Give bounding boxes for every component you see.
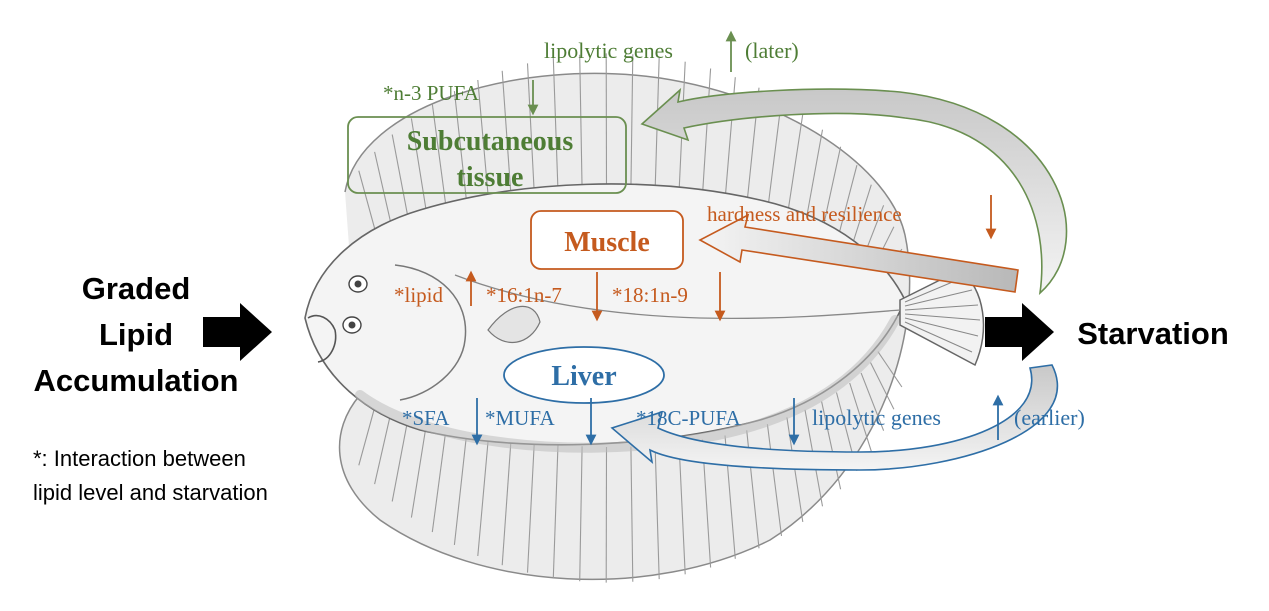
fin-ray (552, 58, 559, 192)
subcutaneous-genes-label: lipolytic genes (544, 38, 673, 63)
hardness-label: hardness and resilience (707, 202, 902, 226)
fin-ray (835, 165, 858, 244)
accumulation-label: Accumulation (34, 363, 239, 398)
footnote-line1: *: Interaction between (33, 446, 246, 471)
fin-ray (821, 146, 842, 235)
footnote-line2: lipid level and starvation (33, 480, 268, 505)
subcutaneous-genes-note: (later) (745, 38, 799, 63)
fin-ray (526, 63, 535, 194)
fin-ray (431, 422, 448, 533)
lipid-label: Lipid (99, 317, 173, 352)
accumulation-arrow (203, 303, 272, 361)
muscle-box (530, 210, 684, 270)
liver-ellipse (503, 346, 665, 404)
fin-ray (849, 382, 872, 452)
tail-rays (904, 277, 981, 353)
fin-ray (431, 103, 448, 214)
fa-18-label: *18:1n-9 (612, 283, 688, 307)
n3-pufa-label: *n-3 PUFA (383, 81, 480, 105)
fin-ray (410, 415, 429, 518)
pectoral-fin (487, 305, 541, 344)
fin-ray (579, 54, 583, 190)
starvation-to-muscle-arrow (698, 213, 1019, 293)
fin-ray (766, 424, 783, 536)
starvation-to-liver-arrow (610, 364, 1059, 471)
starvation-to-subcutaneous-arrow (640, 87, 1068, 296)
liver-genes-note: (earlier) (1014, 405, 1085, 430)
pufa18-label: *18C-PUFA (636, 406, 741, 430)
liver-title: Liver (551, 361, 616, 392)
fin-ray (860, 372, 885, 431)
graded-label: Graded (82, 271, 191, 306)
fin-ray (410, 118, 429, 221)
fin-ray (391, 134, 411, 229)
fin-ray (766, 100, 783, 212)
starvation-arrow (985, 303, 1054, 361)
operculum (394, 264, 467, 401)
fin-ray (804, 129, 824, 227)
fin-ray (870, 362, 895, 410)
mouth (307, 314, 337, 363)
fin-ray (786, 114, 804, 219)
fin-ray (477, 79, 490, 203)
fin-ray (630, 446, 634, 582)
fa-16-label: *16:1n-7 (486, 283, 562, 307)
fin-ray (678, 442, 686, 575)
starvation-label: Starvation (1077, 316, 1229, 351)
sfa-label: *SFA (402, 406, 450, 430)
mufa-label: *MUFA (485, 406, 555, 430)
fin-ray (630, 54, 634, 190)
subcutaneous-title-line2: tissue (457, 162, 524, 193)
fin-ray (877, 351, 903, 388)
liver-genes-label: lipolytic genes (812, 405, 941, 430)
fin-ray (453, 428, 468, 545)
muscle-title: Muscle (564, 227, 650, 258)
fin-ray (701, 68, 712, 197)
fin-ray (552, 444, 559, 578)
subcutaneous-title-line1: Subcutaneous (407, 126, 574, 157)
fin-ray (477, 433, 490, 557)
fin-ray (501, 438, 512, 566)
subcutaneous-box (347, 116, 627, 194)
fin-ray (821, 401, 842, 490)
muscle-lipid-label: *lipid (394, 283, 444, 307)
lateral-line (454, 274, 901, 320)
fin-ray (579, 446, 583, 582)
fin-ray (501, 70, 512, 198)
fin-ray (654, 445, 660, 580)
fin-ray (526, 442, 535, 573)
fin-ray (453, 91, 468, 208)
